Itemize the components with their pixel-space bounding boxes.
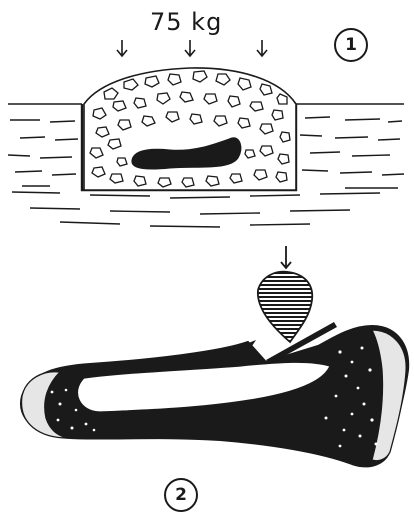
arrow-down-icon: [185, 40, 195, 56]
hammerstone: [258, 272, 312, 342]
weight-label: 75 kg: [150, 8, 222, 36]
arrow-down-icon: [117, 40, 127, 56]
panel-1-burial-pit: [8, 40, 404, 227]
step-number-two: 2: [164, 478, 198, 512]
arrow-down-icon: [281, 246, 291, 268]
step-number-one: 1: [334, 28, 368, 62]
panel-2-impact-fracture: [21, 246, 408, 466]
arrow-down-icon: [257, 40, 267, 56]
weight-arrows: [117, 40, 267, 56]
